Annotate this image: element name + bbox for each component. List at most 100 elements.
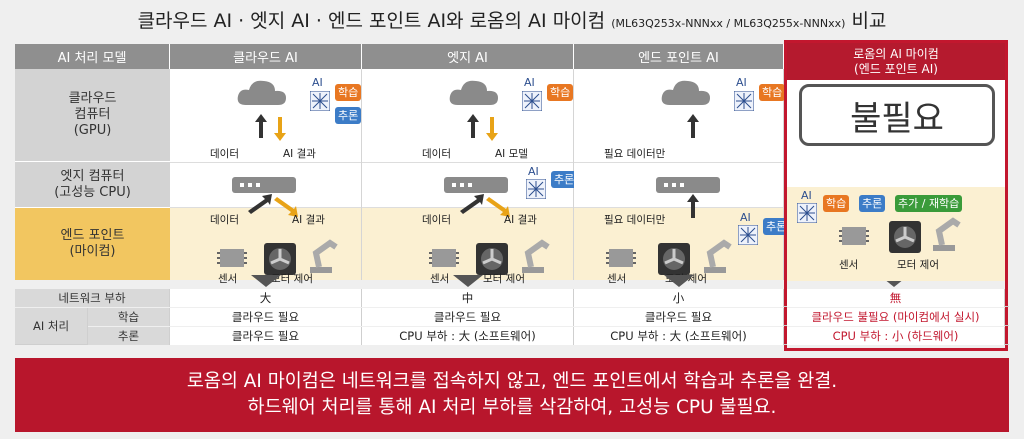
ai-label: AI [524, 76, 535, 89]
ai-label: AI [528, 165, 539, 178]
neural-network-icon [738, 225, 758, 245]
edge-server-icon [656, 177, 720, 193]
ai-model-label: AI 모델 [495, 148, 528, 160]
neural-network-icon [797, 203, 817, 223]
cloud-icon [237, 80, 286, 105]
ai-processing-label: AI 처리 [15, 308, 88, 345]
up-arrow-icon [467, 114, 479, 138]
up-arrow-icon [687, 114, 699, 138]
infer-badge: 추론 [859, 195, 886, 212]
needed-data-only-label: 필요 데이터만 [604, 214, 666, 226]
summary-banner: 로옴의 AI 마이컴은 네트워크를 접속하지 않고, 엔드 포인트에서 학습과 … [15, 358, 1009, 432]
motor-control-label: 모터 제어 [271, 273, 313, 285]
diagonal-up-arrow-icon [248, 194, 272, 214]
ai-result-label: AI 결과 [283, 148, 316, 160]
rohm-ai-mcu-column: 로옴의 AI 마이컴 (엔드 포인트 AI) 불필요 AI 학습 추론 추가 /… [784, 40, 1008, 351]
neural-network-icon [526, 179, 546, 199]
sensor-chip-icon [839, 227, 869, 245]
page-title: 클라우드 AI · 엣지 AI · 엔드 포인트 AI와 로옴의 AI 마이컴 … [0, 6, 1024, 33]
header-model: AI 처리 모델 [15, 44, 170, 69]
rohm-learning: 클라우드 불필요 (마이컴에서 실시) [787, 308, 1005, 326]
robot-arm-icon [522, 239, 550, 273]
up-arrow-icon [255, 114, 267, 138]
unneeded-box: 불필요 [799, 84, 995, 146]
header-cloud-ai: 클라우드 AI [170, 44, 362, 69]
data-label: 데이터 [210, 148, 239, 160]
data-label: 데이터 [210, 214, 239, 226]
learn-badge: 학습 [759, 84, 786, 101]
endpoint-learning: 클라우드 필요 [574, 308, 784, 326]
motor-fan-icon [476, 243, 508, 275]
ai-result-label: AI 결과 [292, 214, 325, 226]
rohm-inference: CPU 부하 : 小 (하드웨어) [787, 327, 1005, 345]
column-cloud-ai: AI 학습 추론 데이터 AI 결과 데이터 AI 결과 센서 모터 제어 [170, 69, 362, 285]
motor-control-label: 모터 제어 [483, 273, 525, 285]
cloud-network-load: 大 [170, 289, 362, 307]
edge-inference: CPU 부하 : 大 (소프트웨어) [362, 327, 574, 345]
sensor-label: 센서 [430, 273, 450, 285]
inference-label: 추론 [88, 327, 170, 345]
ai-result-label: AI 결과 [504, 214, 537, 226]
robot-arm-icon [704, 239, 732, 273]
sensor-chip-icon [429, 249, 459, 267]
retrain-badge: 추가 / 재학습 [895, 195, 963, 212]
column-endpoint-ai: AI 학습 필요 데이터만 필요 데이터만 AI 추론 센서 모터 제어 [574, 69, 790, 285]
header-edge-ai: 엣지 AI [362, 44, 574, 69]
data-label: 데이터 [422, 214, 451, 226]
rohm-network-load: 無 [787, 289, 1005, 307]
row-label-endpoint: 엔드 포인트 (마이컴) [15, 208, 170, 280]
sensor-label: 센서 [218, 273, 238, 285]
endpoint-inference: CPU 부하 : 大 (소프트웨어) [574, 327, 784, 345]
table-row: 네트워크 부하 大 中 小 無 [15, 289, 1009, 307]
diagonal-down-arrow-icon [274, 197, 298, 217]
sensor-label: 센서 [607, 273, 627, 285]
sensor-label: 센서 [839, 259, 859, 271]
learn-badge: 학습 [823, 195, 850, 212]
endpoint-network-load: 小 [574, 289, 784, 307]
ai-label: AI [312, 76, 323, 89]
ai-label: AI [801, 189, 812, 202]
neural-network-icon [734, 91, 754, 111]
network-load-label: 네트워크 부하 [15, 289, 170, 307]
down-triangle-icon [664, 275, 694, 287]
cloud-learning: 클라우드 필요 [170, 308, 362, 326]
diagonal-down-arrow-icon [486, 197, 510, 217]
row-label-edge-computer: 엣지 컴퓨터 (고성능 CPU) [15, 162, 170, 208]
infer-badge: 추론 [335, 107, 362, 124]
motor-fan-icon [889, 221, 921, 253]
row-label-cloud-computer: 클라우드 컴퓨터 (GPU) [15, 69, 170, 162]
down-arrow-icon [274, 117, 286, 141]
edge-learning: 클라우드 필요 [362, 308, 574, 326]
summary-line-2: 하드웨어 처리를 통해 AI 처리 부하를 삭감하여, 고성능 CPU 불필요. [247, 397, 777, 418]
header-rohm-ai-mcu: 로옴의 AI 마이컴 (엔드 포인트 AI) [787, 43, 1005, 80]
down-triangle-icon [251, 275, 281, 287]
cloud-icon [661, 80, 710, 105]
motor-control-label: 모터 제어 [897, 259, 939, 271]
title-parts: (ML63Q253x-NNNxx / ML63Q255x-NNNxx) [611, 17, 846, 30]
edge-server-icon [444, 177, 508, 193]
neural-network-icon [310, 91, 330, 111]
neural-network-icon [522, 91, 542, 111]
title-suffix: 비교 [851, 10, 887, 32]
comparison-diagram: AI 처리 모델 클라우드 AI 엣지 AI 엔드 포인트 AI 클라우드 컴퓨… [15, 44, 1009, 287]
data-label: 데이터 [422, 148, 451, 160]
sensor-chip-icon [217, 249, 247, 267]
robot-arm-icon [310, 239, 338, 273]
sensor-chip-icon [606, 249, 636, 267]
learn-badge: 학습 [335, 84, 362, 101]
edge-network-load: 中 [362, 289, 574, 307]
edge-server-icon [232, 177, 296, 193]
table-row: 학습 클라우드 필요 클라우드 필요 클라우드 필요 클라우드 불필요 (마이컴… [88, 308, 1009, 326]
learning-label: 학습 [88, 308, 170, 326]
infer-badge: 추론 [763, 218, 790, 235]
motor-fan-icon [658, 243, 690, 275]
ai-label: AI [740, 211, 751, 224]
header-endpoint-ai: 엔드 포인트 AI [574, 44, 784, 69]
down-triangle-icon [453, 275, 483, 287]
summary-line-1: 로옴의 AI 마이컴은 네트워크를 접속하지 않고, 엔드 포인트에서 학습과 … [186, 371, 838, 392]
robot-arm-icon [933, 217, 961, 251]
learn-badge: 학습 [547, 84, 574, 101]
column-edge-ai: AI 학습 데이터 AI 모델 AI 추론 데이터 AI 결과 센서 모터 제어 [362, 69, 578, 285]
ai-label: AI [736, 76, 747, 89]
diagonal-up-arrow-icon [460, 194, 484, 214]
